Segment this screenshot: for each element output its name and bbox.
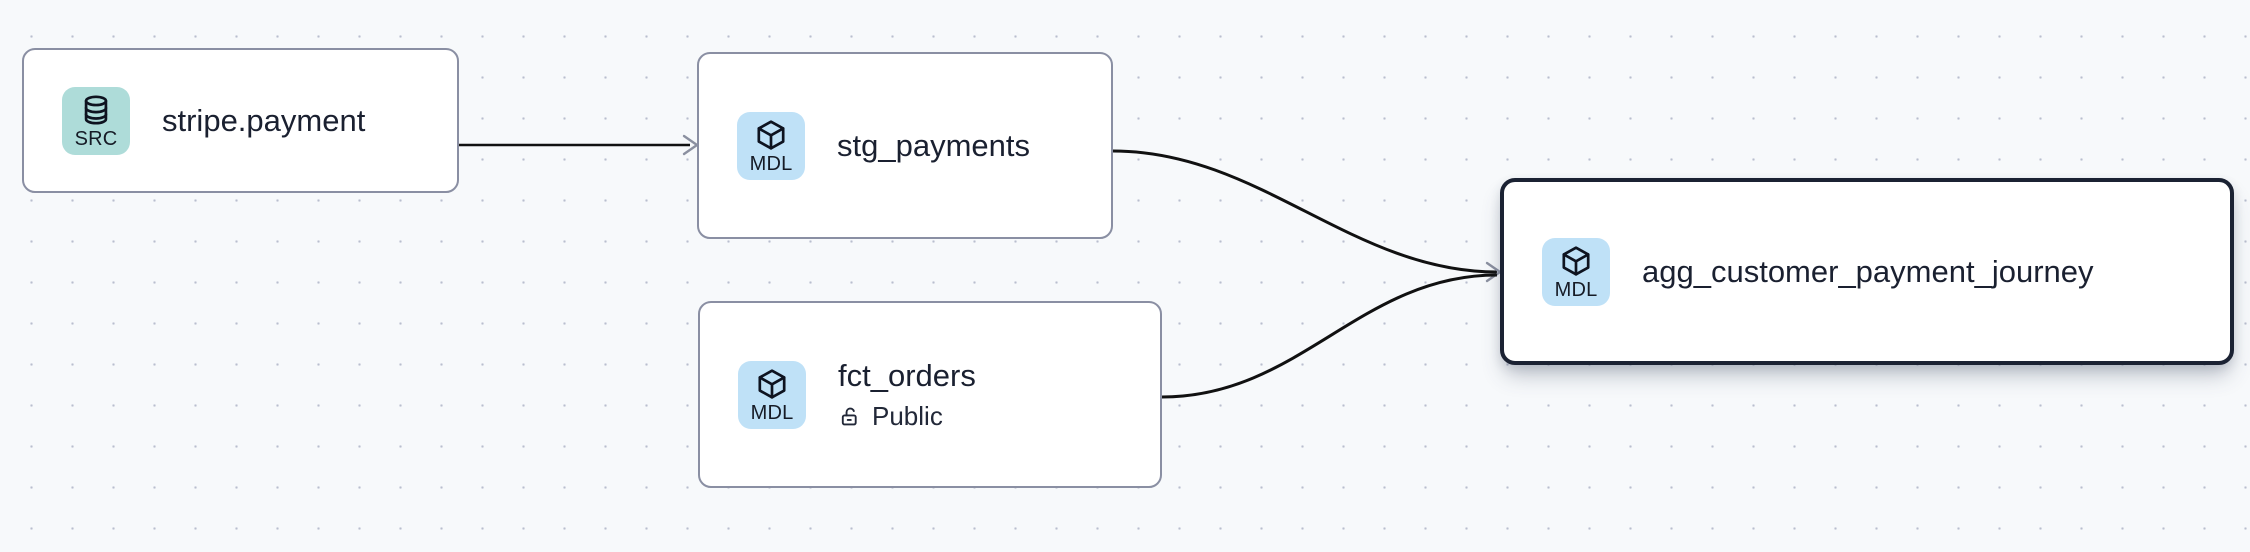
cube-icon xyxy=(1562,245,1590,276)
node-visibility-label: Public xyxy=(872,401,943,431)
node-body: fct_orders Public xyxy=(838,358,976,431)
edge-stg-to-agg xyxy=(1112,149,1502,283)
badge-mdl: MDL xyxy=(737,111,805,180)
node-body: agg_customer_payment_journey xyxy=(1642,254,2094,290)
badge-label: MDL xyxy=(1554,278,1598,301)
cube-icon xyxy=(758,368,786,399)
badge-src: SRC xyxy=(62,86,130,155)
node-body: stripe.payment xyxy=(162,103,365,139)
edge-stripe-to-stg xyxy=(459,134,699,156)
badge-label: MDL xyxy=(749,152,793,175)
node-title: stripe.payment xyxy=(162,102,366,138)
node-title: fct_orders xyxy=(838,358,976,393)
edge-fct-to-agg xyxy=(1161,273,1498,399)
node-title: agg_customer_payment_journey xyxy=(1642,253,2094,289)
node-body: stg_payments xyxy=(837,128,1030,164)
unlock-icon xyxy=(841,407,857,425)
database-icon xyxy=(84,94,108,125)
lineage-node-fct-orders[interactable]: MDL fct_orders Public xyxy=(698,301,1162,488)
badge-mdl: MDL xyxy=(738,360,806,429)
badge-label: SRC xyxy=(74,127,118,150)
node-title: stg_payments xyxy=(837,127,1030,163)
node-visibility: Public xyxy=(838,401,976,431)
badge-mdl: MDL xyxy=(1542,237,1610,306)
lineage-node-stripe-payment[interactable]: SRC stripe.payment xyxy=(22,48,459,193)
cube-icon xyxy=(757,119,785,150)
lineage-node-agg-customer-payment-journey[interactable]: MDL agg_customer_payment_journey xyxy=(1500,178,2234,365)
lineage-node-stg-payments[interactable]: MDL stg_payments xyxy=(697,52,1113,239)
badge-label: MDL xyxy=(750,401,794,424)
